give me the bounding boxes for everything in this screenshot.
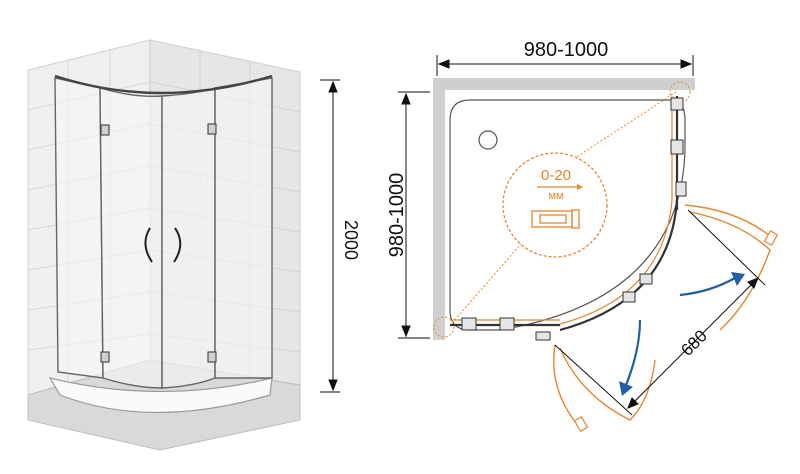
opening-label: 680 bbox=[677, 326, 710, 359]
plan-walls bbox=[433, 78, 695, 340]
hinges bbox=[100, 123, 217, 363]
callout-lines bbox=[451, 91, 677, 324]
open-direction-arrows bbox=[624, 277, 736, 386]
adjustment-unit: мм bbox=[548, 190, 563, 202]
depth-dimension bbox=[398, 91, 430, 339]
height-label: 2000 bbox=[341, 220, 361, 260]
width-dimension bbox=[436, 55, 694, 76]
door-swing-arcs bbox=[553, 204, 776, 429]
left-corner-callout bbox=[433, 316, 455, 338]
door-handles bbox=[144, 227, 182, 263]
adjustment-range: 0-20 bbox=[541, 167, 571, 184]
top-rail bbox=[54, 74, 273, 95]
plan-view: 0-20 мм bbox=[386, 39, 779, 433]
arrow-head-right bbox=[731, 272, 745, 286]
top-corner-callout bbox=[669, 81, 691, 103]
glass-panels bbox=[54, 77, 273, 389]
opening-dimension bbox=[554, 209, 766, 416]
width-label: 980-1000 bbox=[524, 39, 609, 61]
adjustment-callout: 0-20 мм bbox=[502, 152, 608, 258]
perspective-view: 2000 bbox=[27, 39, 361, 451]
profile-icon bbox=[531, 209, 580, 229]
plan-clamps bbox=[461, 97, 687, 341]
height-dimension bbox=[320, 79, 340, 393]
arrow-head-down bbox=[619, 381, 633, 396]
drain bbox=[478, 130, 498, 150]
door-swing-ends bbox=[573, 229, 779, 433]
shower-tray bbox=[48, 377, 273, 414]
depth-label: 980-1000 bbox=[386, 173, 408, 258]
